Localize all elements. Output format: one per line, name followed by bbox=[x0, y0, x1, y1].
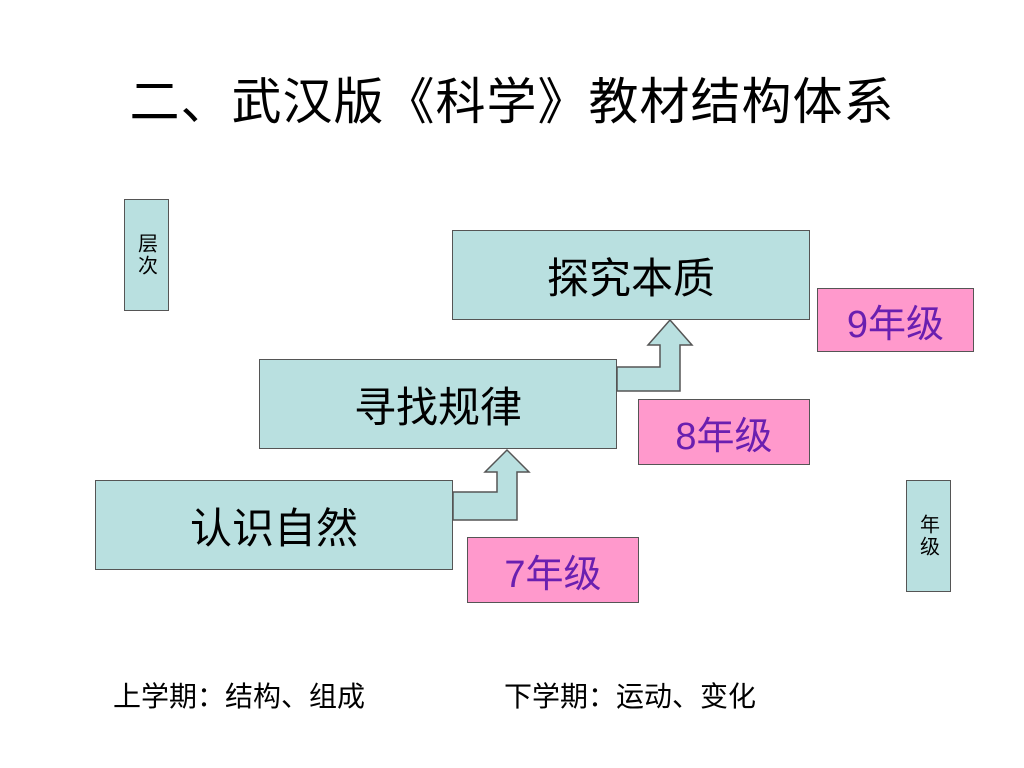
slide-title: 二、武汉版《科学》教材结构体系 bbox=[129, 73, 895, 131]
grade-badge-7: 7年级 bbox=[467, 537, 639, 603]
grade-badge-8: 8年级 bbox=[638, 399, 810, 465]
level-axis-text: 层次 bbox=[134, 233, 159, 277]
stage-box-explore-essence: 探究本质 bbox=[452, 230, 810, 320]
stage-box-know-nature: 认识自然 bbox=[95, 480, 453, 570]
footer-second-semester: 下学期：运动、变化 bbox=[504, 680, 757, 713]
grade-axis-label: 年级 bbox=[906, 480, 951, 592]
stage-box-find-patterns: 寻找规律 bbox=[259, 359, 617, 449]
grade-axis-text: 年级 bbox=[916, 514, 941, 558]
grade-badge-9: 9年级 bbox=[817, 288, 974, 352]
footer-first-semester: 上学期：结构、组成 bbox=[113, 680, 366, 713]
level-axis-label: 层次 bbox=[124, 199, 169, 311]
